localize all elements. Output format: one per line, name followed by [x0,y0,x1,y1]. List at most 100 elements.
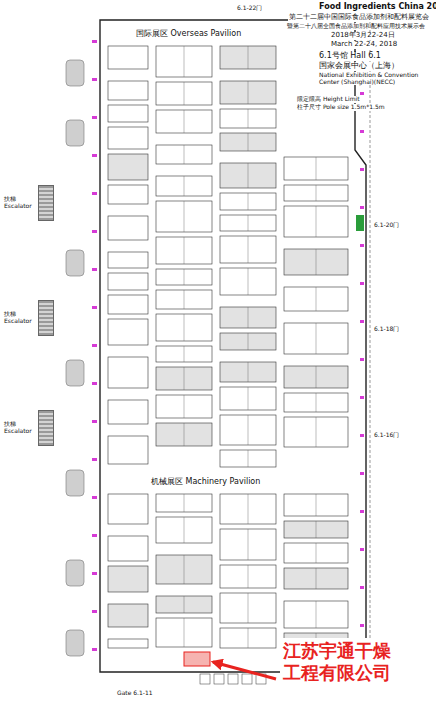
booth [284,287,348,311]
escalator-label: 扶梯 Escalator [4,421,34,434]
booth-divider [316,568,317,589]
booth-divider [248,387,249,410]
gate-label: 6.1-16门 [373,432,400,439]
marker [360,510,364,513]
booth [220,529,276,560]
booth-divider [248,133,249,151]
booth [284,417,348,447]
booth [108,216,148,240]
booth-divider [184,555,185,584]
marker [92,610,97,613]
marker [360,358,364,361]
booth [108,46,148,69]
booth-divider [248,565,249,588]
booth [284,494,348,516]
booth [220,81,276,104]
info-text: 国家会展中心（上海） [318,62,400,71]
booth [220,362,276,382]
booth [220,494,276,524]
info-text: 暨第二十八届全国食品添加剂和配料应用技术展示会 [286,23,426,30]
marker [360,244,364,247]
booth-divider [316,521,317,538]
pointer-arrow [213,662,276,679]
booth [156,237,212,264]
escalator-shape [38,410,54,446]
booth [156,618,212,647]
booth-divider [248,81,249,104]
escalator: 扶梯 Escalator [4,185,54,221]
booth [156,395,212,418]
booth [108,252,148,268]
booth [220,236,276,263]
marker [92,648,97,651]
escalator: 扶梯 Escalator [4,410,54,446]
booth [108,127,148,149]
booth [220,333,276,350]
booth [220,628,276,648]
booth [108,536,148,561]
booth [220,415,276,445]
booth [284,157,348,180]
booth [284,568,348,589]
booth-divider [184,618,185,647]
booth [108,319,148,345]
marker [92,458,97,461]
entrance-booth [214,674,224,684]
booth-divider [184,82,185,105]
marker [360,320,364,323]
service-room [66,120,84,146]
service-room [66,470,84,496]
booth-divider [316,185,317,201]
booth [108,357,148,388]
booth [284,249,348,275]
marker [360,168,364,171]
booth [108,81,148,100]
booth [284,601,348,628]
booth [156,269,212,285]
service-room [66,250,84,276]
entrance-booth [200,674,210,684]
gate-line [370,20,371,680]
booth-divider [248,628,249,648]
booth-divider [248,109,249,128]
booth-divider [316,417,317,447]
marker [92,306,97,309]
booth [108,436,148,464]
booth [108,639,148,648]
info-text: 第二十二届中国国际食品添加剂和配料展览会 [288,14,430,22]
booth [108,494,148,524]
entrance-booth [242,674,252,684]
booth [108,185,148,204]
info-text: March 22-24, 2018 [330,41,398,49]
marker [92,154,97,157]
marker [360,206,364,209]
booth-divider [184,596,185,613]
booth [156,555,212,584]
booth-divider [184,237,185,264]
booth [156,110,212,133]
booth [108,154,148,180]
booth-divider [184,346,185,362]
company-callout: 江苏宇通干燥工程有限公司 [280,638,394,685]
escalator-label: 扶梯 Escalator [4,311,34,324]
booth-divider [248,163,249,188]
booth-divider [316,249,317,275]
booth-divider [316,323,317,354]
booth-divider [184,395,185,418]
service-room [66,60,84,86]
booth-divider [316,393,317,412]
marker [92,496,97,499]
booth [156,596,212,613]
booth-divider [248,362,249,382]
booth-divider [248,46,249,69]
booth [220,593,276,623]
booth [156,494,212,512]
gate-label: 6.1-20门 [373,222,400,229]
marker [92,534,97,537]
zone-label: 国际展区 Overseas Pavilion [135,30,242,39]
booth [220,133,276,151]
marker [360,472,364,475]
booth-divider [316,601,317,628]
booth-grid [108,46,348,684]
booth [220,387,276,410]
